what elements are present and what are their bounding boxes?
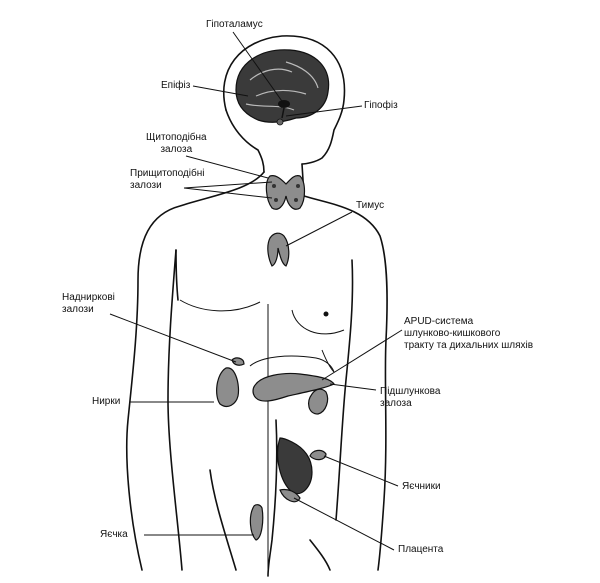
label-adrenal: Надниркові залози [62,292,115,315]
leader-apud [321,329,403,381]
thymus-gland [267,232,290,267]
leader-parathyroid-1 [183,187,273,199]
label-testes: Яєчка [100,529,128,540]
leader-adrenal [109,313,237,363]
label-hypophysis: Гіпофіз [364,100,398,111]
abdominal-organs [216,349,335,541]
label-kidneys: Нирки [92,396,121,407]
leader-thymus [285,211,353,247]
leader-placenta [293,497,395,551]
label-ovaries: Яєчники [402,481,441,492]
label-hypothalamus: Гіпоталамус [206,19,263,30]
label-thyroid: Щитоподібна залоза [146,132,207,155]
leader-lines [109,31,403,551]
brain-illustration [235,49,330,126]
label-apud: APUD-система шлунково-кишкового тракту т… [404,316,534,351]
thyroid-gland [265,175,306,210]
leader-epiphysis [192,85,249,97]
label-epiphysis: Епіфіз [161,80,191,91]
leader-pancreas [329,383,377,391]
leader-parathyroid-2 [183,181,273,189]
label-thymus: Тимус [356,200,385,211]
leader-ovaries [323,455,399,487]
label-pancreas: Підшлункова залоза [380,386,441,409]
leader-hypothalamus [232,31,285,105]
leader-thyroid [185,155,269,179]
label-placenta: Плацента [398,544,444,555]
label-parathyroid: Прищитоподібні залози [130,168,205,191]
leader-hypophysis [285,105,363,117]
